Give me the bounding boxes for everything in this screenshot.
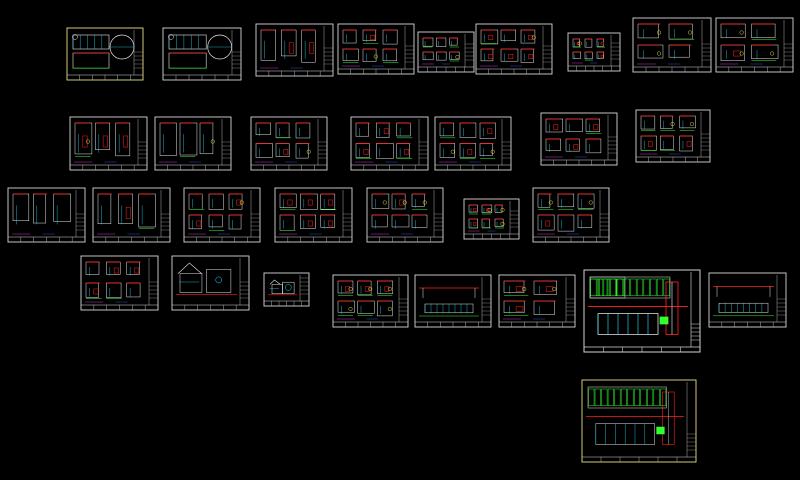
drawing-sheet-s17[interactable] [7,187,86,243]
drawing-sheet-s04[interactable] [337,23,415,75]
drawing-sheet-s18[interactable] [92,187,171,243]
drawing-sheet-s29[interactable] [498,274,576,328]
drawing-sheet-s03[interactable] [255,23,334,77]
drawing-sheet-s24[interactable] [80,255,159,311]
drawing-sheet-s10[interactable] [69,116,148,171]
drawing-sheet-s09[interactable] [715,17,794,73]
drawing-sheet-s32[interactable] [708,272,787,328]
drawing-sheet-s16[interactable] [635,109,711,163]
drawing-sheet-s14[interactable] [434,116,512,171]
drawing-sheet-s19[interactable] [183,187,261,243]
drawing-sheet-s22[interactable] [463,198,520,240]
drawing-sheet-s27[interactable] [332,274,409,328]
drawing-sheet-s33[interactable] [581,379,697,463]
drawing-sheet-s11[interactable] [154,116,232,171]
drawing-sheet-s07[interactable] [567,32,621,72]
drawing-sheet-s01[interactable] [66,27,144,81]
drawing-sheet-s30[interactable] [583,269,701,353]
drawing-sheet-s06[interactable] [475,23,553,75]
drawing-sheet-s05[interactable] [417,31,475,73]
drawing-sheet-s26[interactable] [263,272,310,307]
drawing-sheet-s28[interactable] [414,274,492,328]
drawing-sheet-s25[interactable] [171,255,250,311]
drawing-sheet-s08[interactable] [632,17,712,73]
drawing-sheet-s23[interactable] [532,187,610,243]
drawing-sheet-s12[interactable] [250,116,328,171]
drawing-sheet-s15[interactable] [540,112,618,166]
drawing-sheet-s20[interactable] [274,187,353,243]
drawing-sheet-s21[interactable] [366,187,444,243]
drawing-sheet-s02[interactable] [162,27,242,81]
drawing-sheet-s13[interactable] [350,116,429,171]
drawing-sheet-s31[interactable] [583,269,701,353]
